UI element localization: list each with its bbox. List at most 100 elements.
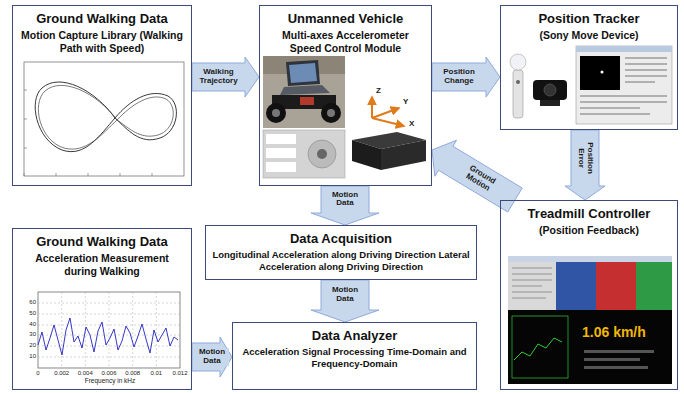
ui-field <box>266 134 296 144</box>
box-description: (Sony Move Device) <box>507 29 671 42</box>
walking-path <box>35 82 176 152</box>
ui-field <box>266 148 296 158</box>
tick-label: 0 <box>26 370 50 376</box>
camera-view <box>580 56 620 90</box>
box-title: Data Acquisition <box>212 231 470 247</box>
plot-grid <box>38 292 180 368</box>
process-box: Ground Walking DataAcceleration Measurem… <box>12 228 192 390</box>
photo-background <box>263 56 345 128</box>
walking-path <box>38 85 173 149</box>
acceleration-signal <box>38 318 178 355</box>
window-titlebar <box>576 46 672 52</box>
process-box: Data AcquisitionLongitudinal Acceleratio… <box>205 225 477 280</box>
tick-label: 20 <box>20 342 36 348</box>
device-side <box>352 140 381 170</box>
acceleration-plot <box>38 292 180 368</box>
wheel-hub <box>327 109 335 117</box>
axis-arrow <box>371 97 373 118</box>
block-arrow <box>432 57 500 97</box>
vehicle-wheel <box>321 103 341 123</box>
tracker-picture <box>510 46 672 124</box>
block-arrow <box>192 57 259 97</box>
arrow-label: Position Change <box>433 68 485 86</box>
graph-trace <box>514 338 562 360</box>
position-graph <box>512 316 568 378</box>
axis-arrow <box>372 118 404 126</box>
box-title: Data Analyzer <box>239 328 470 344</box>
camera-stand <box>540 100 560 106</box>
tick-label: 60 <box>20 299 36 305</box>
treadmill-screenshot <box>508 256 672 384</box>
box-description: Acceleration Signal Processing Time-Doma… <box>239 346 470 369</box>
accelerometer-device <box>352 97 426 170</box>
tick-label: 0.008 <box>121 370 145 376</box>
box-description: Motion Capture Library (Walking Path wit… <box>19 29 185 54</box>
box-description: (Position Feedback) <box>507 224 671 237</box>
ui-controls <box>512 268 552 298</box>
move-ball <box>510 54 526 70</box>
axis-label: Y <box>403 98 408 106</box>
ui-joystick-knob <box>317 149 327 159</box>
ui-tile <box>636 262 672 310</box>
tick-label: 40 <box>20 321 36 327</box>
axis-label: X <box>409 120 414 128</box>
ui-bar <box>584 358 640 361</box>
readout-panel <box>508 310 672 384</box>
tick-label: 0.01 <box>144 370 168 376</box>
block-arrow <box>565 130 605 200</box>
device-side <box>381 140 426 170</box>
ui-joystick <box>308 140 336 168</box>
arrow-label: Motion Data <box>323 286 367 304</box>
block-arrow <box>311 186 379 225</box>
vehicle-wheel <box>266 103 286 123</box>
axis-title: Frequency in kHz <box>59 378 161 385</box>
speed-readout: 1.06 km/h <box>582 325 646 340</box>
tick-label: 30 <box>20 331 36 337</box>
ui-panel <box>508 262 556 310</box>
ui-controls <box>580 58 667 114</box>
tick-label: 10 <box>20 353 36 359</box>
block-arrow <box>311 280 379 322</box>
block-arrow <box>432 140 522 212</box>
laptop-display <box>289 63 317 83</box>
plot-ticks <box>24 90 152 176</box>
process-box: Unmanned VehicleMulti-axes Accelerometer… <box>259 5 432 186</box>
laptop-base <box>280 85 330 95</box>
vehicle-part <box>300 97 314 105</box>
window-titlebar <box>508 256 672 262</box>
process-box: Data AnalyzerAcceleration Signal Process… <box>232 322 477 390</box>
process-box: Position Tracker(Sony Move Device) <box>500 5 678 130</box>
box-description: Multi-axes Accelerometer Speed Control M… <box>266 29 425 54</box>
camera-lens <box>544 84 556 96</box>
box-title: Ground Walking Data <box>19 234 185 250</box>
box-description: Acceleration Measurement during Walking <box>19 252 185 277</box>
ui-bar <box>584 366 648 369</box>
wheel-hub <box>272 109 280 117</box>
ui-tile <box>596 262 636 310</box>
eye-camera <box>533 80 567 100</box>
tracker-screenshot <box>576 46 672 124</box>
vehicle-photo <box>263 56 345 178</box>
ui-bar <box>584 350 654 353</box>
box-title: Unmanned Vehicle <box>266 11 425 27</box>
box-description: Longitudinal Acceleration along Driving … <box>212 249 470 272</box>
walking-path-plot <box>24 62 184 176</box>
move-button <box>516 80 520 84</box>
move-controller <box>513 70 523 118</box>
tick-label: 0.012 <box>168 370 192 376</box>
arrow-label: Motion Data <box>195 348 229 366</box>
arrow-label: Motion Data <box>323 191 367 209</box>
process-box: Ground Walking DataMotion Capture Librar… <box>12 5 192 186</box>
laptop-screen <box>286 60 320 86</box>
control-screenshot <box>263 130 345 178</box>
arrow-label: Position Error <box>576 134 594 182</box>
ui-tile <box>556 262 596 310</box>
arrow-label: Ground Motion <box>457 160 504 198</box>
plot-frame <box>38 292 180 368</box>
ui-field <box>266 162 296 172</box>
tick-label: 0.002 <box>50 370 74 376</box>
tick-label: 0.004 <box>73 370 97 376</box>
plot-frame <box>24 62 184 176</box>
tracked-point <box>601 71 604 74</box>
axis-arrow <box>372 108 399 118</box>
